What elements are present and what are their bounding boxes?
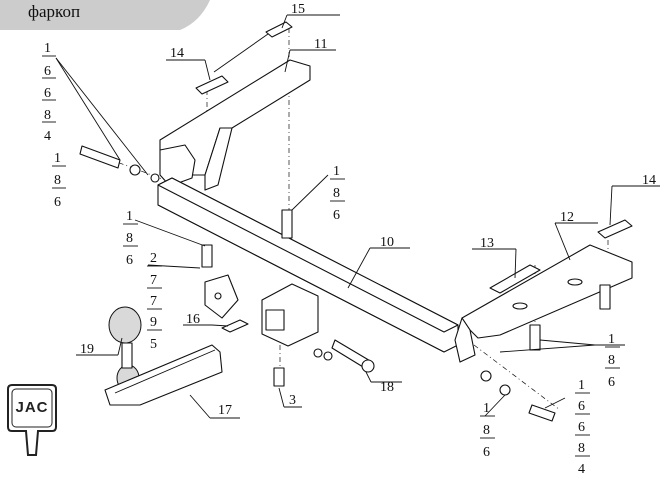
bolt-left [201,244,213,268]
left-bracket-foot [159,144,196,187]
stack-flange: 2 7 7 9 5 [147,251,162,352]
plate-13 [489,264,541,294]
label-17: 17 [218,403,232,418]
plate-15 [265,21,293,38]
svg-text:8: 8 [608,353,615,368]
stack-bottom-right: 1 6 6 8 4 [575,378,590,477]
pin-18-head [361,359,375,373]
right-bracket-hole [567,278,583,286]
tow-ball-neck [121,342,133,369]
svg-text:8: 8 [126,231,133,246]
label-11: 11 [314,37,327,52]
svg-text:7: 7 [150,294,157,309]
stack-right: 1 8 6 [605,332,620,390]
svg-text:6: 6 [578,420,585,435]
page-title: фаркоп [28,2,81,21]
svg-text:1: 1 [608,332,615,347]
bolt-3 [273,367,285,387]
brand-logo-text: JAC [15,399,49,416]
label-15: 15 [291,2,305,17]
stack-bottom-middle: 1 8 6 [480,401,495,460]
brand-logo: JAC [4,383,60,459]
svg-text:6: 6 [333,208,340,223]
svg-text:8: 8 [333,186,340,201]
crossbar-edge [157,204,445,353]
label-14-right: 14 [642,173,656,188]
bolt-top [281,209,293,239]
plate-14-right [597,219,633,239]
bolt-right [599,284,611,310]
label-19: 19 [80,342,94,357]
plate-14-left [195,75,229,95]
label-12: 12 [560,210,574,225]
header-tab: фаркоп [0,0,210,30]
flange-bolt-hole [214,292,222,300]
svg-text:4: 4 [578,462,585,477]
crossbar-top-face [157,177,459,333]
clip-16 [221,319,249,333]
svg-text:5: 5 [150,337,157,352]
strap-15 [213,33,269,73]
stack-left-top: 1 6 6 8 4 [42,41,56,144]
washer-left [129,164,141,176]
svg-text:6: 6 [44,64,51,79]
svg-text:1: 1 [333,164,340,179]
svg-text:6: 6 [54,195,61,210]
svg-text:8: 8 [54,173,61,188]
svg-text:1: 1 [578,378,585,393]
header-tab-shape [0,0,210,30]
stack-center-top: 1 8 6 [330,164,345,223]
bolt-long-right [528,404,556,422]
tow-ball-19 [108,306,142,344]
svg-text:8: 8 [44,108,51,123]
svg-text:6: 6 [44,86,51,101]
svg-text:7: 7 [150,273,157,288]
label-14-left: 14 [170,46,184,61]
svg-text:1: 1 [126,209,133,224]
bolt-long-left [79,145,121,169]
right-bracket-web [454,317,476,363]
bolt-right-2 [529,324,541,351]
label-18: 18 [380,380,394,395]
label-16: 16 [186,312,200,327]
label-10: 10 [380,235,394,250]
right-bracket [461,244,633,339]
svg-text:1: 1 [44,41,51,56]
svg-text:8: 8 [483,423,490,438]
washer-right [480,370,492,382]
nut-left [150,173,160,183]
svg-text:2: 2 [150,251,157,266]
nut-center [313,348,323,358]
svg-text:6: 6 [578,399,585,414]
svg-text:4: 4 [44,129,51,144]
svg-text:9: 9 [150,315,157,330]
label-13: 13 [480,236,494,251]
right-bracket-hole-2 [512,302,528,310]
svg-text:1: 1 [54,151,61,166]
left-bracket-web [204,127,233,191]
washer-center [323,351,333,361]
svg-text:6: 6 [126,253,133,268]
receiver-socket [265,309,285,331]
leader-lines [55,14,660,419]
label-3: 3 [289,393,296,408]
svg-text:8: 8 [578,441,585,456]
stack-left-lower: 1 8 6 [123,209,138,268]
svg-text:6: 6 [483,445,490,460]
brand-logo-icon [7,384,57,456]
stack-left-middle: 1 8 6 [52,151,66,210]
drawbar-edge [114,349,216,394]
svg-text:1: 1 [483,401,490,416]
nut-right [499,384,511,396]
svg-text:6: 6 [608,375,615,390]
